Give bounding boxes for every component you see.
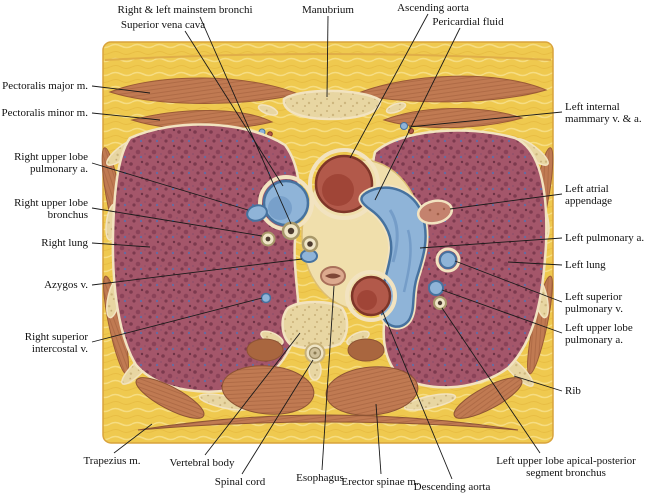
right-upper-lobe-pulmonary-artery-shape	[246, 204, 268, 222]
leader-ascending-aorta	[349, 13, 429, 159]
pericardial-fluid-ring	[308, 148, 380, 220]
leader-mainstem-bronchi	[199, 16, 292, 225]
pectoralis-minor-left-shape	[382, 108, 524, 129]
leader-lines	[91, 13, 563, 480]
leader-left-pulmonary-a	[419, 237, 563, 249]
back-muscle-left-corner	[453, 377, 523, 419]
pa-streak	[402, 229, 412, 293]
lul-apical-posterior-segment-bronchus-lumen	[437, 300, 443, 306]
paraspinal-muscle-right	[246, 338, 284, 362]
leader-pericardial-fluid	[374, 27, 461, 201]
leader-rul-bronchus	[91, 207, 263, 237]
paraspinal-muscle-left	[347, 338, 385, 362]
label-pectoralis-major: Pectoralis major m.	[2, 80, 88, 92]
label-left-atrial-appendage: Left atrial appendage	[565, 183, 613, 208]
label-superior-vena-cava: Superior vena cava	[120, 19, 206, 31]
right-mainstem-bronchus-lumen	[287, 227, 295, 235]
right-upper-lobe-bronchus-lumen	[265, 236, 271, 242]
leader-manubrium	[326, 15, 329, 98]
rib-shape	[403, 393, 457, 411]
label-left-lung: Left lung	[565, 259, 606, 271]
label-erector-spinae: Erector spinae m.	[341, 476, 419, 488]
label-spinal-cord: Spinal cord	[214, 476, 266, 488]
back-muscle-right-corner	[135, 377, 205, 419]
label-pectoralis-minor: Pectoralis minor m.	[1, 107, 88, 119]
leader-spinal-cord	[241, 359, 314, 475]
costal-cartilage-left	[385, 102, 407, 114]
label-ascending-aorta: Ascending aorta	[397, 2, 469, 14]
leader-left-superior-pulmonary-v	[454, 260, 563, 303]
descending-aorta-halo	[345, 270, 397, 322]
laa-speckle	[436, 212, 440, 216]
leader-right-lung	[91, 242, 151, 248]
manubrium-shape	[282, 89, 382, 121]
leader-vertebral-body	[204, 332, 301, 456]
costal-cartilage-right	[257, 104, 279, 116]
leader-lul-apical-posterior-bronchus	[441, 307, 541, 454]
label-rul-bronchus: Right upper lobe bronchus	[14, 197, 88, 222]
label-mainstem-bronchi: Right & left mainstem bronchi	[117, 4, 253, 16]
label-left-internal-mammary: Left internal mammary v. & a.	[565, 101, 642, 126]
label-right-superior-intercostal-v: Right superior intercostal v.	[24, 331, 88, 356]
descending-aorta-shading	[357, 290, 377, 310]
leader-right-superior-intercostal-v	[91, 297, 263, 343]
skin-line-anterior	[104, 53, 552, 61]
label-descending-aorta: Descending aorta	[413, 481, 491, 493]
label-right-lung: Right lung	[41, 237, 88, 249]
right-superior-intercostal-vein-shape	[260, 292, 272, 304]
leader-azygos-v	[91, 258, 303, 286]
label-rib: Rib	[565, 385, 581, 397]
esophagus-lumen	[325, 273, 341, 279]
label-esophagus: Esophagus	[296, 472, 344, 484]
label-rul-pulmonary-a: Right upper lobe pulmonary a.	[14, 151, 88, 176]
label-vertebral-body: Vertebral body	[169, 457, 235, 469]
leader-left-internal-mammary	[408, 111, 563, 128]
leader-rib	[513, 375, 563, 392]
label-trapezius: Trapezius m.	[83, 455, 141, 467]
pa-streak	[388, 209, 399, 263]
label-lul-pulmonary-a: Left upper lobe pulmonary a.	[565, 322, 633, 347]
leader-rul-pulmonary-a	[91, 162, 249, 211]
leader-trapezius	[113, 423, 153, 454]
erector-spinae-left-shape	[325, 366, 419, 416]
svc-shading	[268, 196, 292, 220]
left-internal-mammary-vein-shape	[400, 122, 408, 130]
leader-descending-aorta	[381, 309, 453, 480]
laa-speckle	[442, 207, 446, 211]
leader-esophagus	[321, 285, 335, 471]
label-left-pulmonary-a: Left pulmonary a.	[565, 232, 645, 244]
leader-left-atrial-appendage	[449, 193, 563, 210]
pectoralis-major-left-shape	[354, 75, 548, 103]
leader-pectoralis-minor	[91, 112, 161, 121]
lspv-halo	[435, 247, 461, 273]
left-upper-lobe-pulmonary-artery-shape	[428, 280, 444, 296]
label-manubrium: Manubrium	[302, 4, 354, 16]
label-pericardial-fluid: Pericardial fluid	[432, 16, 504, 28]
vertebral-body-shape	[281, 300, 349, 350]
spinal-cord-center	[313, 351, 317, 355]
leader-erector-spinae	[375, 403, 382, 475]
laa-speckle	[428, 208, 432, 212]
leader-pectoralis-major	[91, 85, 151, 94]
leader-superior-vena-cava	[184, 30, 284, 187]
erector-spinae-right-shape	[221, 365, 315, 415]
leader-lul-pulmonary-a	[441, 289, 563, 334]
ascending-aorta-shading	[322, 174, 354, 206]
label-lul-apical-posterior-bronchus: Left upper lobe apical-posterior segment…	[496, 455, 636, 480]
leader-left-lung	[507, 261, 563, 266]
left-superior-pulmonary-vein-shape	[439, 251, 457, 269]
label-left-superior-pulmonary-v: Left superior pulmonary v.	[565, 291, 623, 316]
left-mainstem-bronchus-lumen	[307, 241, 313, 247]
label-azygos-v: Azygos v.	[44, 279, 88, 291]
